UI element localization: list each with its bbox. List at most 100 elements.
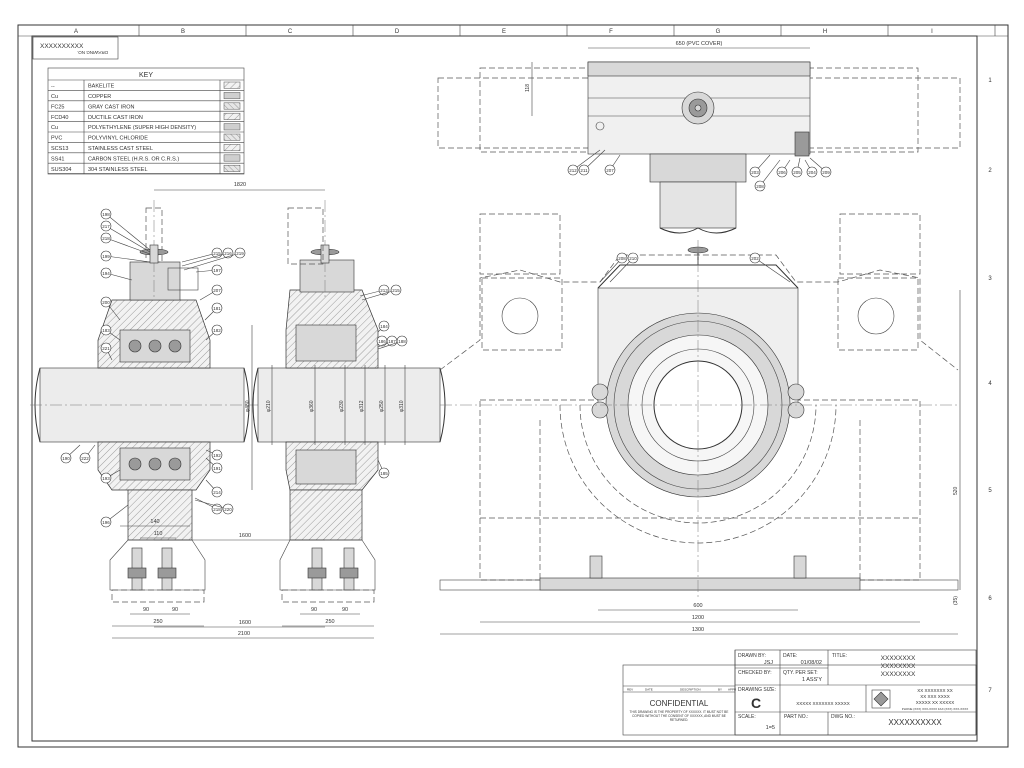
- part-balloon: [100, 267, 112, 279]
- part-balloon: [754, 180, 766, 192]
- key-code: Cu: [51, 125, 58, 131]
- part-balloon: [776, 166, 788, 178]
- key-code: SUS304: [51, 167, 72, 173]
- grid-row-1: 1: [988, 78, 992, 84]
- part-balloon: [100, 250, 112, 262]
- key-material: POLYETHYLENE (SUPER HIGH DENSITY): [88, 125, 196, 131]
- rev-header: BY: [718, 688, 722, 692]
- part-balloon-number: 203: [751, 170, 759, 175]
- title-label: TITLE:: [832, 653, 847, 659]
- part-balloon-number: 219: [236, 251, 244, 256]
- part-balloon-number: 186: [378, 339, 386, 344]
- dim-1200: 1200: [692, 615, 704, 621]
- sheet-border: [17, 24, 1009, 748]
- key-code: Cu: [51, 94, 58, 100]
- key-code: FCD40: [51, 115, 68, 121]
- part-balloon-number: 210: [629, 256, 637, 261]
- part-balloon: [604, 164, 616, 176]
- grid-row-3: 3: [988, 276, 992, 282]
- part-balloon: [100, 516, 112, 528]
- dim-2100: 2100: [238, 631, 250, 637]
- part-balloon-number: 222: [81, 456, 89, 461]
- part-balloon: [211, 462, 223, 474]
- part-balloon-number: 191: [213, 466, 221, 471]
- dim-90-d: 90: [342, 607, 348, 613]
- company-block-line-2: XX XXX XXXX: [920, 694, 950, 699]
- part-balloon: [396, 335, 408, 347]
- grid-col-B: B: [181, 29, 185, 35]
- part-balloon-number: 213: [380, 288, 388, 293]
- dim-600: 600: [693, 603, 702, 609]
- part-balloon: [390, 284, 402, 296]
- part-balloon-number: 181: [213, 306, 221, 311]
- part-balloon: [211, 486, 223, 498]
- dim-dia250: φ250: [379, 400, 385, 412]
- company-logo-icon: [871, 689, 891, 709]
- front-view: 600 1200 1300 520 (35): [439, 213, 961, 635]
- part-balloon-number: 199: [102, 254, 110, 259]
- grid-col-F: F: [609, 29, 613, 35]
- part-balloon: [222, 247, 234, 259]
- grid-col-D: D: [395, 29, 400, 35]
- part-balloon-number: 207: [213, 288, 221, 293]
- grid-col-C: C: [288, 29, 293, 35]
- part-balloon-number: 218: [213, 507, 221, 512]
- dim-650-pvc-cover: 650 (PVC COVER): [676, 41, 723, 47]
- part-balloon: [749, 252, 761, 264]
- drawing-number-value: XXXXXXXXXX: [40, 43, 84, 50]
- part-balloon-number: 200: [102, 300, 110, 305]
- part-balloon-number: 209: [822, 170, 830, 175]
- confidential-note: THIS DRAWING IS THE PROPERTY OF XXXXXX. …: [629, 710, 729, 722]
- grid-row-4: 4: [988, 381, 992, 387]
- part-balloon-number: 204: [808, 170, 816, 175]
- drawing-size-value: C: [751, 695, 761, 711]
- title-line-1: XXXXXXXX: [881, 655, 916, 662]
- part-balloon-number: 217: [102, 224, 110, 229]
- part-balloon-number: 211: [580, 168, 588, 173]
- part-balloon: [100, 472, 112, 484]
- part-balloon: [378, 467, 390, 479]
- dim-35: (35): [953, 596, 959, 605]
- part-balloon-number: 215: [392, 288, 400, 293]
- part-balloon-number: 206: [778, 170, 786, 175]
- part-balloon-number: 215: [213, 251, 221, 256]
- grid-col-H: H: [823, 29, 827, 35]
- dim-90-c: 90: [311, 607, 317, 613]
- part-balloon-number: 205: [793, 170, 801, 175]
- drawing-size-label: DRAWING SIZE:: [738, 687, 776, 693]
- grid-col-E: E: [502, 29, 506, 35]
- dim-1300: 1300: [692, 627, 704, 633]
- part-balloon: [211, 324, 223, 336]
- key-swatch: [223, 112, 241, 120]
- key-swatch: [223, 123, 241, 131]
- key-title: KEY: [139, 72, 153, 79]
- dim-118: 118: [525, 84, 531, 92]
- key-material: POLYVINYL CHLORIDE: [88, 136, 148, 142]
- dim-250-b: 250: [325, 619, 334, 625]
- dim-140: 140: [150, 519, 159, 525]
- date-label: DATE:: [783, 653, 797, 659]
- part-balloon: [60, 452, 72, 464]
- part-balloon-number: 214: [213, 490, 221, 495]
- side-view-section: φ480 φ210 φ360 φ230 φ312 φ250 φ310: [245, 200, 446, 603]
- dim-1600-lower: 1600: [239, 620, 251, 626]
- company-phone: PHONE (XXX) XXX-XXXX FAX (XXX) XXX-XXXX: [902, 707, 969, 711]
- rev-header: DESCRIPTION: [680, 688, 701, 692]
- drawing-number-box: XXXXXXXXXX DRAWING NO.: [32, 36, 119, 60]
- key-code: PVC: [51, 136, 62, 142]
- dwg-no-value: XXXXXXXXXX: [888, 718, 942, 727]
- part-balloon-number: 196: [102, 520, 110, 525]
- part-balloon: [627, 252, 639, 264]
- title-line-2: XXXXXXXX: [881, 663, 916, 670]
- part-balloon: [234, 247, 246, 259]
- key-material: 304 STAINLESS STEEL: [88, 167, 148, 173]
- rev-header: DATE: [645, 688, 653, 692]
- dim-1600-upper: 1600: [239, 533, 251, 539]
- part-balloon-number: 185: [380, 471, 388, 476]
- part-balloon: [100, 324, 112, 336]
